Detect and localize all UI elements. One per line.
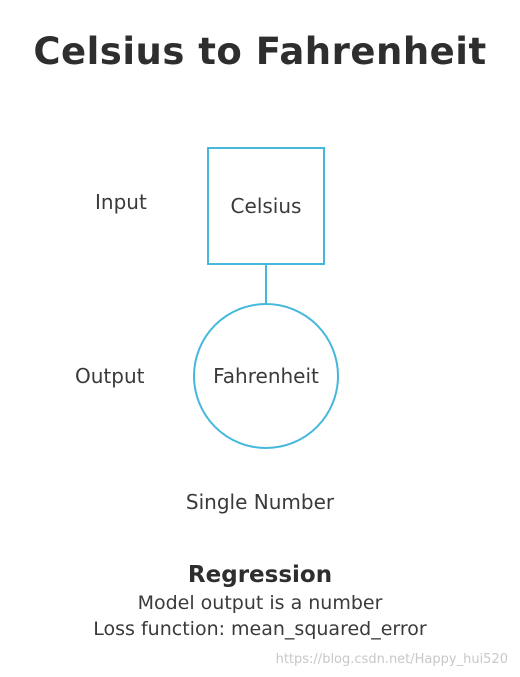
footer-summary: Regression Model output is a number Loss… [0, 560, 520, 642]
connector-line [265, 265, 267, 304]
output-label: Output [75, 364, 145, 388]
watermark: https://blog.csdn.net/Happy_hui520 [275, 652, 508, 667]
footer-heading: Regression [187, 562, 333, 588]
output-node-text: Fahrenheit [213, 364, 319, 388]
output-node-circle: Fahrenheit [193, 303, 339, 449]
output-caption: Single Number [185, 490, 335, 514]
input-label: Input [95, 190, 147, 214]
input-node-text: Celsius [230, 194, 302, 218]
footer-line-loss: Loss function: mean_squared_error [93, 618, 427, 640]
footer-line-output: Model output is a number [137, 592, 383, 614]
page-title: Celsius to Fahrenheit [33, 30, 487, 73]
input-node-box: Celsius [207, 147, 325, 265]
